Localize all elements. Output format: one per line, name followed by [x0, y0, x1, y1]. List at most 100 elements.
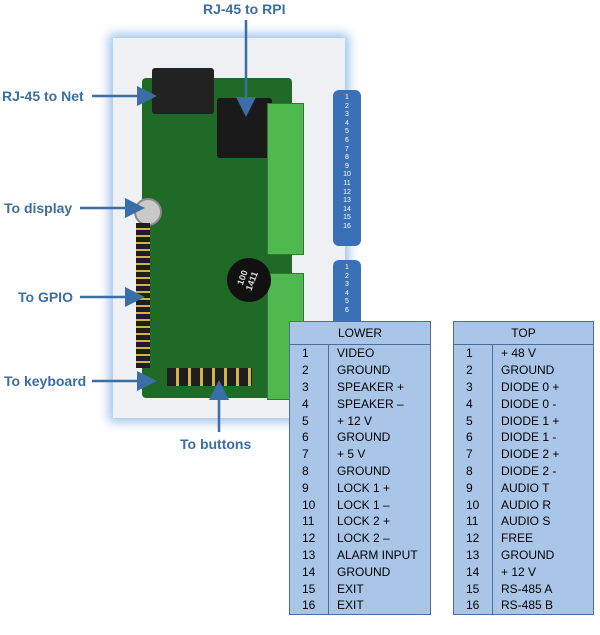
- table-row: 9 AUDIO T: [454, 479, 593, 497]
- pin-strip-bottom: 1 2 3 4 5 6: [333, 260, 361, 326]
- strip-pin: 2: [345, 272, 349, 280]
- pin-number: 3: [454, 378, 493, 396]
- pin-label: DIODE 0 -: [501, 396, 557, 411]
- strip-pin: 5: [345, 298, 349, 306]
- label-buttons: To buttons: [180, 436, 252, 452]
- pin-number: 10: [290, 496, 329, 513]
- pin-number: 2: [290, 361, 329, 379]
- table-row: 7 + 5 V: [290, 445, 430, 463]
- pin-label: EXIT: [337, 598, 364, 613]
- pin-label: GROUND: [501, 363, 555, 378]
- pin-number: 16: [290, 596, 329, 614]
- strip-pin: 6: [345, 136, 349, 144]
- strip-pin: 14: [343, 205, 351, 213]
- table-row: 12 LOCK 2 –: [290, 529, 430, 547]
- top-table-title: TOP: [454, 322, 593, 345]
- pin-number: 12: [290, 529, 329, 547]
- strip-pin: 9: [345, 162, 349, 170]
- strip-pin: 4: [345, 289, 349, 297]
- label-gpio: To GPIO: [18, 289, 73, 305]
- strip-pin: 11: [343, 179, 351, 187]
- pin-number: 15: [290, 580, 329, 597]
- label-rj45-net: RJ-45 to Net: [2, 88, 84, 104]
- pin-number: 8: [454, 462, 493, 480]
- strip-pin: 2: [345, 102, 349, 110]
- strip-pin: 13: [343, 197, 351, 205]
- table-row: 4 DIODE 0 -: [454, 395, 593, 413]
- table-row: 1+ 48 V: [454, 345, 593, 362]
- pin-number: 11: [454, 512, 493, 530]
- table-row: 14+ 12 V: [454, 563, 593, 581]
- label-keyboard: To keyboard: [4, 373, 87, 389]
- label-rj45-rpi: RJ-45 to RPI: [203, 1, 286, 17]
- pin-label: GROUND: [337, 564, 391, 579]
- button-headers: [167, 368, 252, 386]
- label-display: To display: [4, 200, 73, 216]
- pcb-board: 100 1411: [134, 68, 304, 400]
- rj45-net-jack: [152, 68, 214, 114]
- table-row: 16 RS-485 B: [454, 596, 593, 614]
- strip-pin: 8: [345, 154, 349, 162]
- pin-label: GROUND: [337, 430, 391, 445]
- pin-number: 4: [454, 395, 493, 413]
- pin-number: 11: [290, 512, 329, 530]
- table-row: 10 LOCK 1 –: [290, 496, 430, 513]
- pin-number: 8: [290, 462, 329, 480]
- pin-label: SPEAKER +: [337, 379, 405, 394]
- pin-label: LOCK 2 +: [337, 514, 391, 529]
- pin-label: GROUND: [337, 463, 391, 478]
- pin-number: 5: [290, 412, 329, 429]
- pin-number: 15: [454, 580, 493, 597]
- table-row: 16 EXIT: [290, 596, 430, 614]
- pin-number: 16: [454, 596, 493, 614]
- pin-number: 7: [290, 445, 329, 463]
- strip-pin: 12: [343, 188, 351, 196]
- table-row: 10 AUDIO R: [454, 496, 593, 513]
- table-row: 2 GROUND: [290, 361, 430, 379]
- pin-label: DIODE 1 +: [501, 413, 560, 428]
- pin-label: LOCK 1 –: [337, 497, 390, 512]
- table-row: 11 LOCK 2 +: [290, 512, 430, 530]
- pin-label: AUDIO T: [501, 480, 550, 495]
- table-row: 8 GROUND: [290, 462, 430, 480]
- table-row: 15 RS-485 A: [454, 580, 593, 597]
- pin-label: RS-485 B: [501, 598, 554, 613]
- pin-number: 1: [290, 345, 329, 362]
- pin-label: GROUND: [337, 363, 391, 378]
- strip-pin: 7: [345, 145, 349, 153]
- strip-pin: 16: [343, 222, 351, 230]
- pin-label: AUDIO R: [501, 497, 552, 512]
- pin-label: + 12 V: [337, 413, 373, 428]
- strip-pin: 1: [345, 94, 349, 101]
- strip-pin: 5: [345, 128, 349, 136]
- strip-pin: 3: [345, 281, 349, 289]
- pin-label: AUDIO S: [501, 514, 551, 529]
- pin-label: + 48 V: [501, 346, 537, 361]
- pin-number: 14: [290, 563, 329, 581]
- strip-pin: 1: [345, 264, 349, 271]
- pin-number: 4: [290, 395, 329, 413]
- lower-table-title: LOWER: [290, 322, 430, 345]
- pin-label: LOCK 2 –: [337, 531, 390, 546]
- pin-label: DIODE 2 +: [501, 447, 560, 462]
- pin-label: ALARM INPUT: [337, 547, 418, 562]
- pin-number: 10: [454, 496, 493, 513]
- pin-label: + 5 V: [337, 447, 366, 462]
- strip-pin: 3: [345, 111, 349, 119]
- pin-label: DIODE 2 -: [501, 463, 557, 478]
- strip-pin: 10: [343, 171, 351, 179]
- pin-label: LOCK 1 +: [337, 480, 391, 495]
- pin-label: RS-485 A: [501, 581, 553, 596]
- pin-number: 9: [454, 479, 493, 497]
- pin-number: 2: [454, 361, 493, 379]
